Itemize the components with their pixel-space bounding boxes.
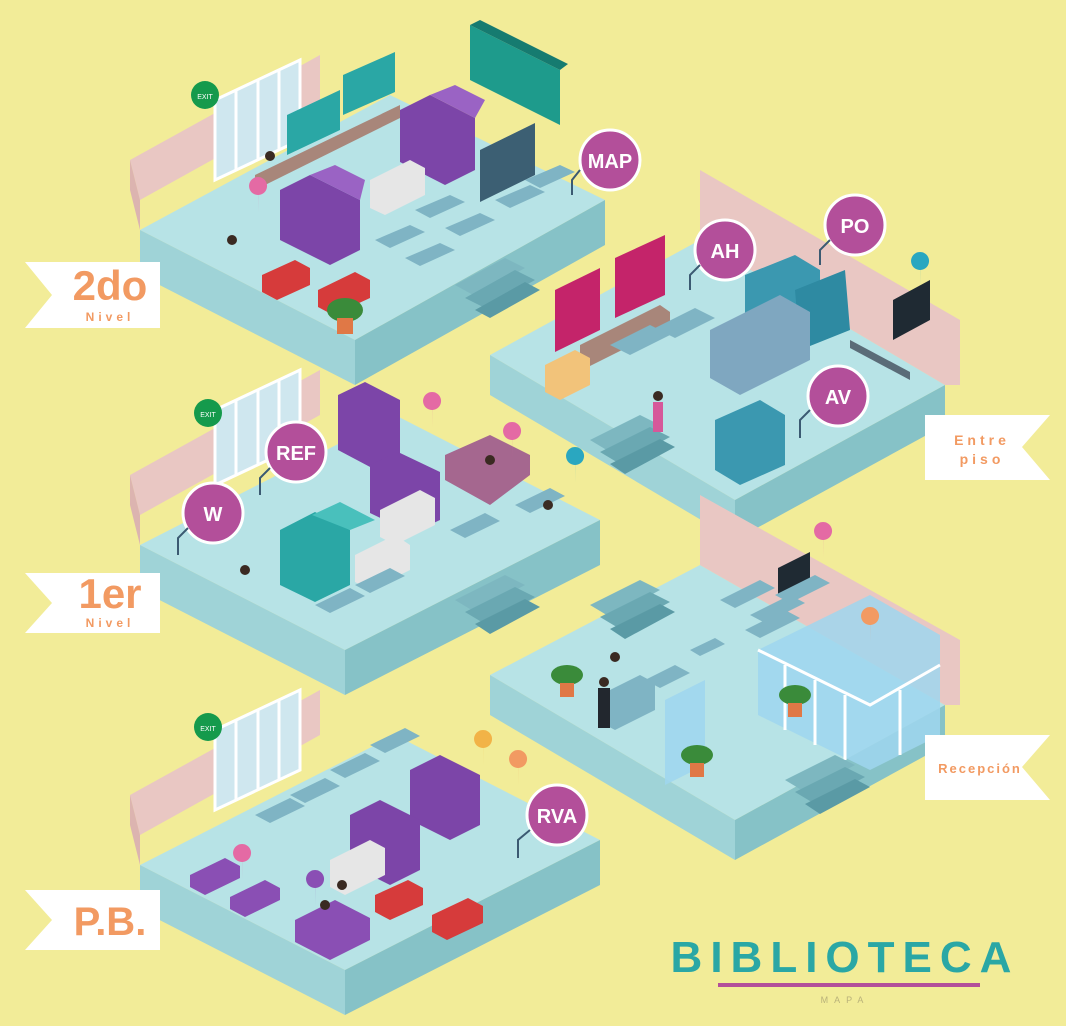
glass-wall [665, 595, 941, 785]
exit-icon: EXIT [194, 713, 222, 741]
desks-1er [315, 488, 565, 613]
floor-entrepiso: AH PO AV [490, 170, 960, 540]
stairs-2do [455, 258, 540, 318]
floor-pb-title: P.B. [74, 900, 147, 944]
floor-2do-title: 2do [73, 262, 148, 309]
brand-title: BIBLIOTECA [671, 933, 1020, 982]
po-badge-label: PO [841, 216, 870, 238]
av-badge-label: AV [825, 387, 852, 409]
w-badge-label: W [204, 504, 223, 526]
desks-pb [255, 728, 420, 823]
floor-1er-nivel: EXIT REF W [130, 367, 600, 695]
section-badge-ah[interactable]: AH [689, 218, 757, 290]
label-planta-baja[interactable]: P.B. [25, 890, 160, 950]
map-badge-label: MAP [588, 151, 632, 173]
label-1er-nivel[interactable]: 1er Nivel [25, 570, 160, 633]
desks-2do [370, 160, 575, 266]
exit-sign-2do: EXIT [197, 94, 213, 101]
recepcion-title: Recepción [938, 761, 1022, 776]
section-badge-rva[interactable]: RVA [517, 783, 589, 858]
ah-badge-label: AH [711, 241, 740, 263]
stairs-1er [455, 575, 540, 634]
label-entrepiso[interactable]: Entre piso [925, 415, 1050, 480]
brand: BIBLIOTECA MAPA [671, 933, 1020, 1005]
exit-sign-1er: EXIT [200, 412, 216, 419]
floor-1er-subtitle: Nivel [86, 616, 135, 630]
section-badge-av[interactable]: AV [799, 364, 870, 438]
stairs-recepcion-bottom [785, 755, 870, 814]
exit-sign-pb: EXIT [200, 726, 216, 733]
entrepiso-line1: Entre [954, 432, 1010, 448]
exit-icon: EXIT [194, 399, 222, 427]
exit-icon: EXIT [191, 81, 219, 109]
desks-recepcion [720, 575, 830, 638]
stairs-recepcion-top [590, 580, 675, 639]
shelves-teal-2do [287, 52, 395, 155]
shelves-purple-2do [280, 85, 485, 265]
brand-subtitle: MAPA [821, 995, 870, 1005]
ref-badge-label: REF [276, 443, 316, 465]
floor-planta-baja: EXIT RVA [130, 687, 600, 1015]
section-badge-w[interactable]: W [177, 481, 245, 555]
windows-2do [213, 57, 302, 183]
rva-badge-label: RVA [537, 806, 577, 828]
floor-recepcion [490, 495, 960, 860]
floor-2do-subtitle: Nivel [86, 310, 135, 324]
label-2do-nivel[interactable]: 2do Nivel [25, 262, 160, 328]
shelves-magenta [555, 235, 665, 352]
stairs-entrepiso [590, 415, 675, 474]
windows-pb [213, 687, 302, 813]
floor-1er-title: 1er [78, 570, 141, 617]
floor-2do-nivel: EXIT MAP [130, 20, 642, 385]
label-recepcion[interactable]: Recepción [925, 735, 1050, 800]
section-badge-ref[interactable]: REF [259, 420, 328, 495]
entrepiso-line2: piso [960, 451, 1005, 467]
section-badge-po[interactable]: PO [819, 193, 887, 265]
section-badge-map[interactable]: MAP [571, 128, 642, 195]
